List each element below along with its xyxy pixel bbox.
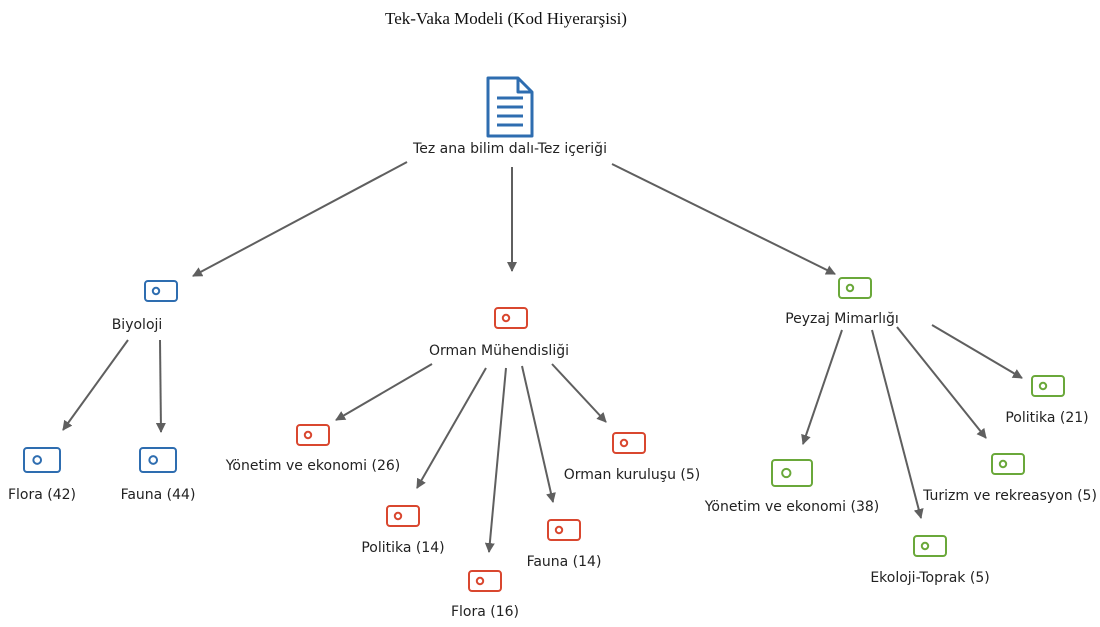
edge-orman-to-child [521,365,556,503]
edge-orman-to-child [551,363,607,423]
child-node[interactable]: Turizm ve rekreasyon (5) [922,453,1097,504]
group-node-peyzaj[interactable]: Peyzaj Mimarlığı [785,277,899,327]
child-node[interactable]: Fauna (44) [121,447,196,503]
code-tag-icon [139,447,177,473]
code-tag-icon [547,519,581,541]
edge-root-to-peyzaj [611,163,836,275]
child-node[interactable]: Politika (21) [1005,375,1089,426]
document-icon [486,76,534,138]
code-tag-icon [144,280,178,302]
group-node-biyoloji[interactable]: Biyoloji [112,280,178,333]
edge-orman-to-child [416,367,487,489]
edge-root-to-biyoloji [192,161,408,277]
child-node-label: Yönetim ve ekonomi (38) [704,499,880,515]
code-tag-icon [612,432,646,454]
child-node-label: Fauna (44) [121,487,196,503]
code-tag-icon [386,505,420,527]
child-node[interactable]: Flora (16) [451,570,519,620]
code-tag-icon [494,307,528,329]
child-node-label: Politika (21) [1005,410,1088,426]
edge-biyoloji-to-child [62,339,129,431]
child-node[interactable]: Orman kuruluşu (5) [564,432,700,483]
child-node[interactable]: Ekoloji-Toprak (5) [870,535,990,586]
edges [62,161,1023,553]
child-node[interactable]: Fauna (14) [527,519,602,570]
edge-orman-to-child [484,367,507,553]
code-tag-icon [23,447,61,473]
child-node[interactable]: Yönetim ve ekonomi (38) [704,459,880,515]
edge-orman-to-child [335,363,433,421]
root-node[interactable]: Tez ana bilim dalı-Tez içeriği [412,76,607,157]
edge-peyzaj-to-child [871,329,924,519]
code-tag-icon [1031,375,1065,397]
child-node-label: Fauna (14) [527,554,602,570]
child-node-label: Yönetim ve ekonomi (26) [225,458,401,474]
code-tag-icon [771,459,813,487]
child-node-label: Orman kuruluşu (5) [564,467,700,483]
edge-peyzaj-to-child [801,329,843,445]
group-node-label: Orman Mühendisliği [429,343,569,359]
child-node[interactable]: Flora (42) [8,447,76,503]
child-node-label: Turizm ve rekreasyon (5) [922,488,1097,504]
edge-peyzaj-to-child [931,324,1023,379]
code-tag-icon [991,453,1025,475]
group-node-label: Peyzaj Mimarlığı [785,311,899,327]
child-node[interactable]: Yönetim ve ekonomi (26) [225,424,401,474]
child-node-label: Flora (42) [8,487,76,503]
code-tag-icon [913,535,947,557]
child-node-label: Politika (14) [361,540,444,556]
edge-peyzaj-to-child [896,326,987,439]
child-node-label: Flora (16) [451,604,519,620]
diagram-title: Tek-Vaka Modeli (Kod Hiyerarşisi) [385,9,627,28]
code-tag-icon [296,424,330,446]
group-node-orman[interactable]: Orman Mühendisliği [429,307,569,359]
root-node-label: Tez ana bilim dalı-Tez içeriği [412,141,607,157]
edge-biyoloji-to-child [155,339,166,433]
code-tag-icon [838,277,872,299]
child-node-label: Ekoloji-Toprak (5) [870,570,989,586]
child-node[interactable]: Politika (14) [361,505,445,556]
nodes: Tez ana bilim dalı-Tez içeriğiBiyolojiFl… [8,76,1097,620]
code-tag-icon [468,570,502,592]
group-node-label: Biyoloji [112,317,163,333]
